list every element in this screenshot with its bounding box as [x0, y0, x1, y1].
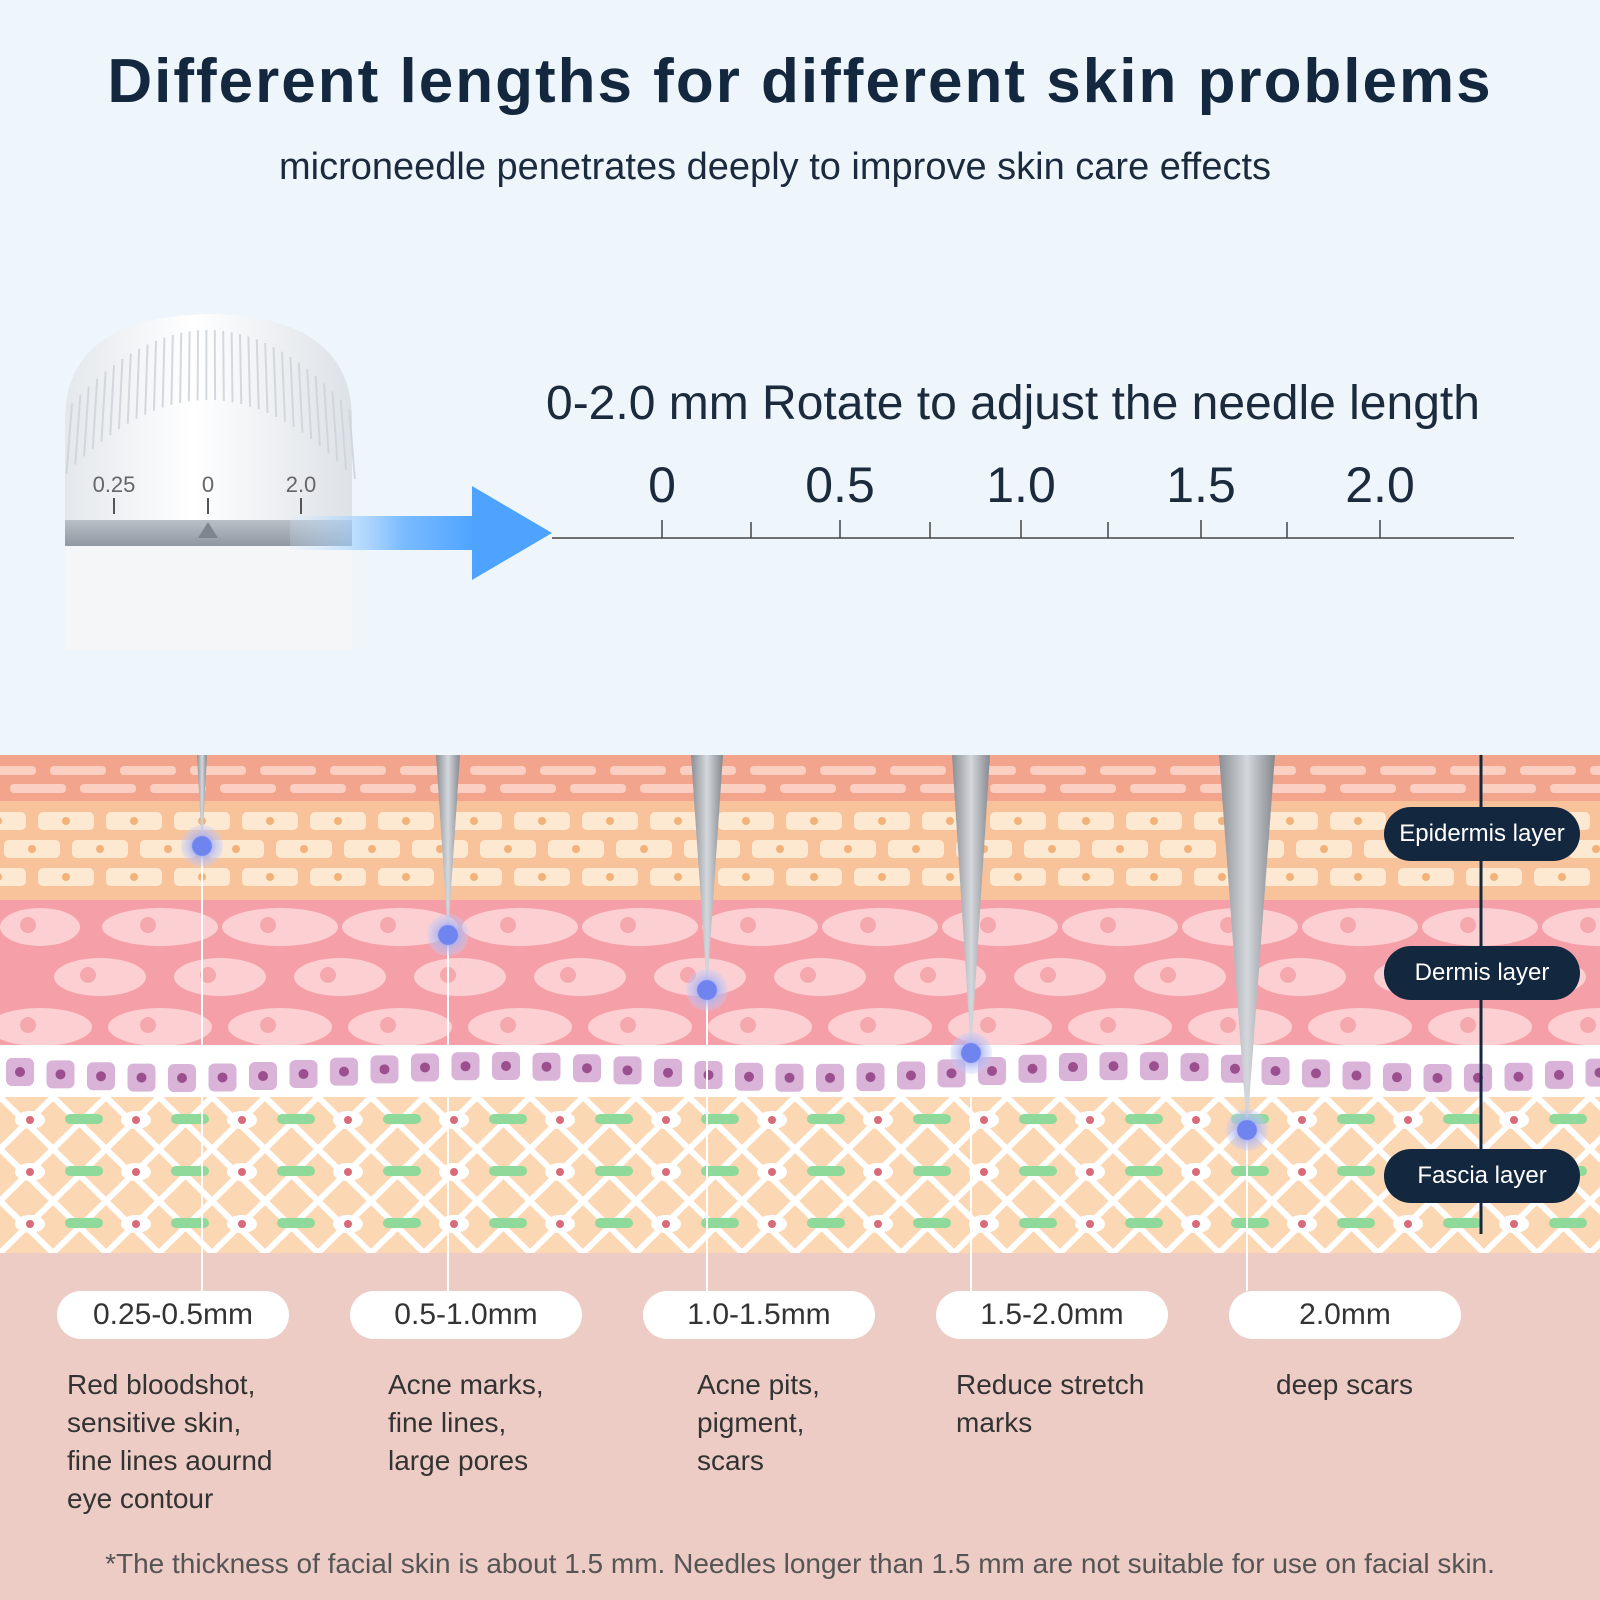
fascia-layer-label: Fascia layer — [1384, 1149, 1580, 1203]
device-illustration — [65, 314, 356, 650]
needles — [181, 755, 1275, 1291]
dial-label-0: 0.25 — [92, 472, 136, 497]
dial-label-2: 2.0 — [285, 472, 317, 497]
range-pill-4: 1.5-2.0mm — [936, 1291, 1168, 1339]
needle-2 — [436, 755, 460, 935]
ruler-tick-3: 1.5 — [1166, 457, 1236, 513]
ruler-tick-1: 0.5 — [805, 457, 875, 513]
footnote: *The thickness of facial skin is about 1… — [105, 1548, 1495, 1579]
range-pill-1: 0.25-0.5mm — [57, 1291, 289, 1339]
fascia-band — [0, 1097, 1600, 1253]
needle-1 — [197, 755, 207, 848]
range-desc-2: Acne marks, fine lines, large pores — [388, 1369, 544, 1476]
needle-5 — [1219, 755, 1275, 1130]
needle-depth-dot — [1226, 1109, 1268, 1151]
range-pill-3: 1.0-1.5mm — [643, 1291, 875, 1339]
dial-label-1: 0 — [201, 472, 215, 497]
range-pill-5: 2.0mm — [1229, 1291, 1461, 1339]
needle-depth-dot — [427, 914, 469, 956]
range-desc-1: Red bloodshot, sensitive skin, fine line… — [67, 1369, 273, 1514]
ruler-tick-2: 1.0 — [986, 457, 1056, 513]
ruler-title: 0-2.0 mm Rotate to adjust the needle len… — [546, 377, 1480, 430]
needle-depth-dot — [181, 825, 223, 867]
ruler-tick-4: 2.0 — [1345, 457, 1415, 513]
arrow-icon — [290, 486, 552, 580]
ruler-tick-0: 0 — [648, 457, 676, 513]
needle-4 — [952, 755, 990, 1053]
epidermis-layer-label: Epidermis layer — [1384, 807, 1580, 861]
dermis-layer-label: Dermis layer — [1384, 946, 1580, 1000]
skin-layers — [0, 755, 1600, 1253]
page-subtitle: microneedle penetrates deeply to improve… — [278, 146, 1272, 188]
length-ruler — [552, 520, 1514, 539]
needle-depth-dot — [950, 1032, 992, 1074]
range-desc-3: Acne pits, pigment, scars — [697, 1369, 820, 1476]
range-desc-5: deep scars — [1276, 1369, 1413, 1400]
needle-depth-dot — [686, 969, 728, 1011]
page-title: Different lengths for different skin pro… — [107, 47, 1493, 116]
range-desc-4: Reduce stretch marks — [956, 1369, 1145, 1438]
needle-3 — [691, 755, 723, 990]
range-pill-2: 0.5-1.0mm — [350, 1291, 582, 1339]
